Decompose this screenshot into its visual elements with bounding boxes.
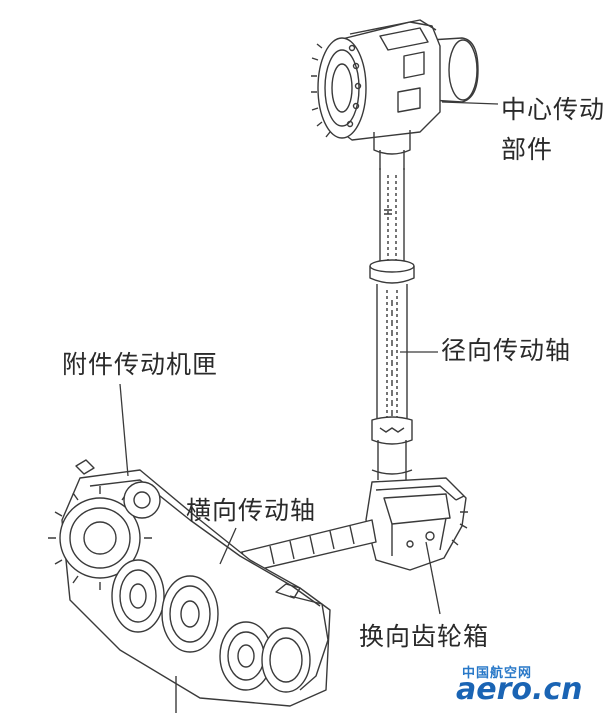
label-transverse-shaft: 横向传动轴	[186, 496, 317, 525]
leader-accessory-gearbox	[119, 383, 129, 477]
label-center-drive-component: 中心传动部件	[501, 95, 606, 164]
label-accessory-gearbox: 附件传动机匣	[62, 350, 219, 379]
label-radial-shaft: 径向传动轴	[441, 336, 572, 365]
leader-lines	[119, 101, 499, 615]
aero-cn-watermark: 中国航空网 aero.cn	[456, 660, 612, 710]
leader-center-drive	[441, 101, 499, 105]
leader-transfer-gearbox	[425, 541, 441, 615]
center-drive-component	[311, 19, 479, 170]
label-transfer-gearbox: 换向齿轮箱	[359, 622, 490, 651]
watermark-domain: aero.cn	[456, 672, 583, 707]
watermark-site-name: 中国航空网	[462, 666, 533, 681]
accessory-gearbox	[48, 459, 331, 713]
radial-shaft	[369, 168, 415, 480]
transfer-gearbox	[365, 477, 468, 571]
leader-transverse-shaft	[219, 527, 237, 565]
